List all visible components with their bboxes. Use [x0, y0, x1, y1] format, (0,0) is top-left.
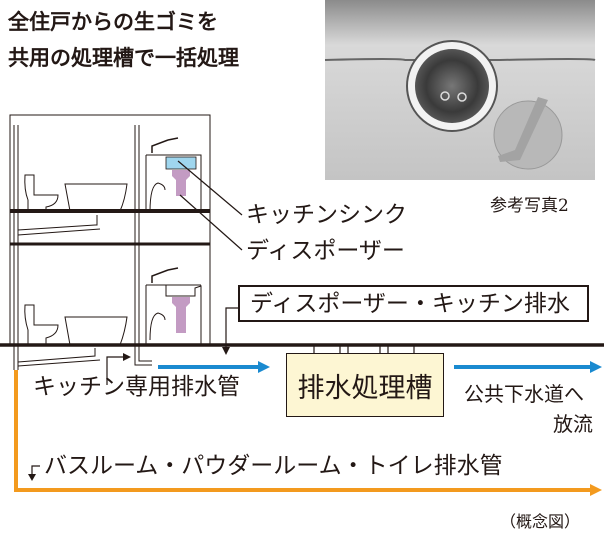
label-disposer-kitchen-drain: ディスポーザー・キッチン排水: [250, 291, 570, 317]
label-discharge: 放流: [553, 412, 593, 436]
title-line-1: 全住戸からの生ゴミを: [8, 10, 218, 34]
kitchen-flow-arrows: [158, 361, 602, 373]
leader-lines: [177, 160, 243, 251]
concept-note: （概念図）: [500, 512, 581, 531]
toilet-upper: [24, 174, 59, 212]
drain-cap: [493, 97, 563, 170]
building: [0, 114, 604, 370]
leader-drain: [225, 307, 238, 350]
label-disposer: ディスポーザー: [246, 238, 405, 264]
disposer-lower: [172, 297, 190, 333]
label-kitchen-sink: キッチンシンク: [246, 202, 407, 228]
disposer-upper: [172, 170, 190, 196]
toilet-lower: [24, 304, 59, 346]
label-bath-drain-pipe: バスルーム・パウダールーム・トイレ排水管: [44, 453, 503, 479]
label-kitchen-drain-pipe: キッチン専用排水管: [33, 374, 240, 400]
tank-label: 排水処理槽: [297, 372, 433, 404]
bathtub-lower: [64, 316, 128, 346]
label-public-sewer: 公共下水道へ: [464, 382, 584, 406]
title-line-2: 共用の処理槽で一括処理: [8, 46, 239, 70]
treatment-tank: 排水処理槽: [286, 353, 444, 417]
photo-caption: 参考写真2: [490, 196, 569, 216]
bathtub-upper: [64, 183, 128, 212]
drain-label-box: ディスポーザー・キッチン排水: [238, 285, 589, 322]
bath-flow-arrow: [14, 370, 602, 496]
disposer-photo: [324, 0, 596, 180]
